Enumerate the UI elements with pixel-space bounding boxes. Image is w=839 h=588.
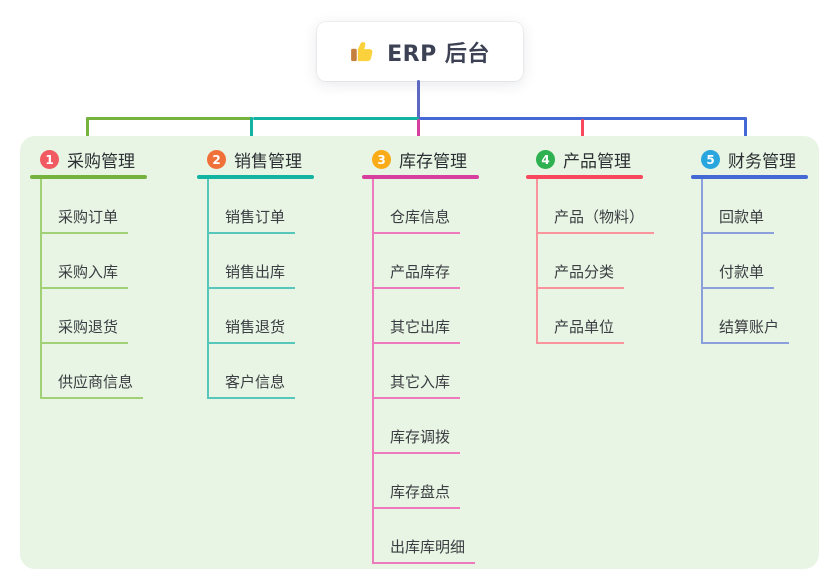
edge-horizontal-purchase [86, 117, 253, 120]
thumbs-up-icon [351, 41, 373, 62]
node-product-category[interactable]: 产品分类 [538, 234, 654, 289]
branch-product-label: 产品管理 [563, 152, 631, 172]
edge-horizontal-sales [253, 117, 419, 120]
node-purchase-order[interactable]: 采购订单 [42, 179, 143, 234]
edge-root-vertical [417, 80, 420, 119]
branch-sales-underline [197, 175, 314, 179]
node-label[interactable]: 回款单 [703, 206, 775, 234]
root-node-label: ERP 后台 [387, 41, 490, 67]
node-label[interactable]: 客户信息 [209, 371, 296, 399]
node-label[interactable]: 采购入库 [42, 261, 129, 289]
node-label[interactable]: 产品单位 [538, 316, 625, 344]
branch-product-children: 产品（物料） 产品分类 产品单位 [536, 179, 655, 344]
branch-sales-title[interactable]: 2 销售管理 [197, 146, 357, 173]
edge-drop-purchase [86, 117, 89, 146]
node-label[interactable]: 其它入库 [374, 371, 461, 399]
node-product-unit[interactable]: 产品单位 [538, 289, 654, 344]
node-stock-check[interactable]: 库存盘点 [374, 454, 475, 509]
node-label[interactable]: 出库库明细 [374, 536, 476, 564]
branch-finance-label: 财务管理 [728, 152, 796, 172]
node-label[interactable]: 库存调拨 [374, 426, 461, 454]
badge-number-2: 2 [207, 150, 226, 169]
branch-finance-underline [691, 175, 808, 179]
branch-purchase-underline [30, 175, 147, 179]
node-label[interactable]: 供应商信息 [42, 371, 144, 399]
badge-number-4: 4 [536, 150, 555, 169]
node-sales-order[interactable]: 销售订单 [209, 179, 296, 234]
branch-finance: 5 财务管理 回款单 付款单 结算账户 [691, 146, 839, 344]
branch-inventory-underline [362, 175, 479, 179]
branch-product-title[interactable]: 4 产品管理 [526, 146, 686, 173]
node-stock-detail[interactable]: 出库库明细 [374, 509, 476, 564]
node-customer-info[interactable]: 客户信息 [209, 344, 296, 399]
branch-inventory: 3 库存管理 仓库信息 产品库存 其它出库 其它入库 库存调拨 库存盘点 出库库… [362, 146, 522, 564]
node-sales-outbound[interactable]: 销售出库 [209, 234, 296, 289]
node-label[interactable]: 结算账户 [703, 316, 790, 344]
badge-number-5: 5 [701, 150, 720, 169]
node-label[interactable]: 采购订单 [42, 206, 129, 234]
node-label[interactable]: 库存盘点 [374, 481, 461, 509]
node-sales-return[interactable]: 销售退货 [209, 289, 296, 344]
node-purchase-return[interactable]: 采购退货 [42, 289, 143, 344]
branch-sales-label: 销售管理 [234, 152, 302, 172]
node-label[interactable]: 销售订单 [209, 206, 296, 234]
node-receipt-bill[interactable]: 回款单 [703, 179, 789, 234]
badge-number-3: 3 [372, 150, 391, 169]
node-label[interactable]: 产品（物料） [538, 206, 655, 234]
branch-purchase-children: 采购订单 采购入库 采购退货 供应商信息 [40, 179, 144, 399]
node-stock-transfer[interactable]: 库存调拨 [374, 399, 475, 454]
branch-purchase-label: 采购管理 [67, 152, 135, 172]
edge-drop-product [581, 119, 584, 146]
node-purchase-inbound[interactable]: 采购入库 [42, 234, 143, 289]
root-node-erp[interactable]: ERP 后台 [317, 22, 523, 81]
branch-inventory-label: 库存管理 [399, 152, 467, 172]
badge-number-1: 1 [40, 150, 59, 169]
node-label[interactable]: 产品库存 [374, 261, 461, 289]
node-label[interactable]: 付款单 [703, 261, 775, 289]
node-product-stock[interactable]: 产品库存 [374, 234, 475, 289]
thumb-sleeve [351, 48, 357, 62]
node-payment-bill[interactable]: 付款单 [703, 234, 789, 289]
node-label[interactable]: 仓库信息 [374, 206, 461, 234]
branch-purchase: 1 采购管理 采购订单 采购入库 采购退货 供应商信息 [30, 146, 190, 399]
branch-inventory-title[interactable]: 3 库存管理 [362, 146, 522, 173]
node-label[interactable]: 销售退货 [209, 316, 296, 344]
branch-sales-children: 销售订单 销售出库 销售退货 客户信息 [207, 179, 296, 399]
branches-panel [20, 136, 819, 569]
node-product-material[interactable]: 产品（物料） [538, 179, 655, 234]
node-label[interactable]: 产品分类 [538, 261, 625, 289]
edge-drop-inventory [417, 119, 420, 146]
node-label[interactable]: 销售出库 [209, 261, 296, 289]
branch-purchase-title[interactable]: 1 采购管理 [30, 146, 190, 173]
branch-sales: 2 销售管理 销售订单 销售出库 销售退货 客户信息 [197, 146, 357, 399]
node-other-inbound[interactable]: 其它入库 [374, 344, 475, 399]
branch-finance-children: 回款单 付款单 结算账户 [701, 179, 790, 344]
edge-horizontal-finance [419, 117, 747, 120]
node-label[interactable]: 其它出库 [374, 316, 461, 344]
node-warehouse-info[interactable]: 仓库信息 [374, 179, 475, 234]
node-other-outbound[interactable]: 其它出库 [374, 289, 475, 344]
edge-drop-finance [744, 117, 747, 146]
node-supplier-info[interactable]: 供应商信息 [42, 344, 144, 399]
node-label[interactable]: 采购退货 [42, 316, 129, 344]
edge-drop-sales [250, 117, 253, 146]
thumb-hand [357, 41, 373, 62]
branch-finance-title[interactable]: 5 财务管理 [691, 146, 839, 173]
branch-product-underline [526, 175, 643, 179]
node-settlement-account[interactable]: 结算账户 [703, 289, 790, 344]
branch-product: 4 产品管理 产品（物料） 产品分类 产品单位 [526, 146, 686, 344]
branch-inventory-children: 仓库信息 产品库存 其它出库 其它入库 库存调拨 库存盘点 出库库明细 [372, 179, 476, 564]
